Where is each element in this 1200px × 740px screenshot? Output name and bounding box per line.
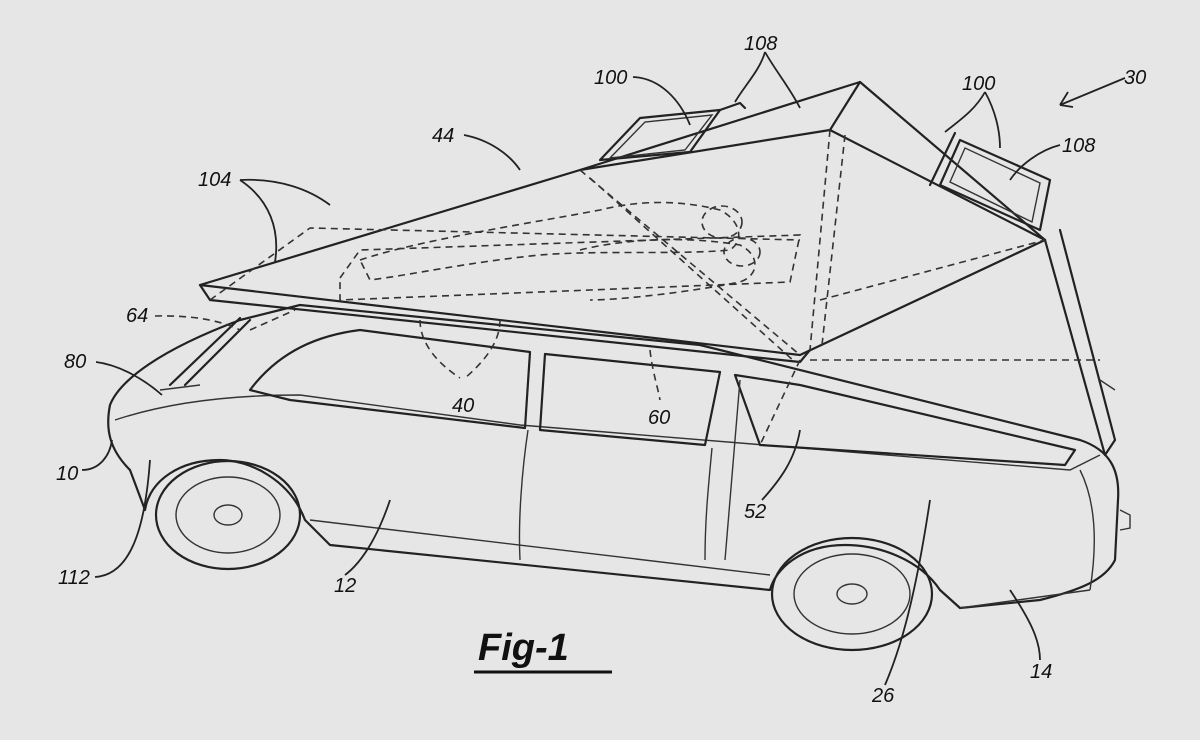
ref-label: 64 <box>126 305 148 327</box>
ref-label: 26 <box>871 685 895 707</box>
ref-label: 108 <box>1062 135 1095 157</box>
ref-label: 80 <box>64 351 86 373</box>
ref-label: 14 <box>1030 661 1052 683</box>
hidden-lines <box>209 129 1100 446</box>
ref-label: 60 <box>648 407 670 429</box>
leader-lines <box>81 51 1126 686</box>
ref-label: 30 <box>1124 67 1146 89</box>
rear-wheel <box>770 536 934 652</box>
ref-label: 100 <box>962 73 995 95</box>
ref-label: 104 <box>198 169 231 191</box>
ref-label: 44 <box>432 125 454 147</box>
ref-label: 100 <box>594 67 627 89</box>
ref-label: 10 <box>56 463 78 485</box>
front-wheel <box>154 459 302 571</box>
ref-label: 108 <box>744 33 777 55</box>
ref-label: 12 <box>334 575 356 597</box>
ref-label: 52 <box>744 501 766 523</box>
tent-roof <box>198 80 1117 457</box>
ref-label: 112 <box>58 567 90 589</box>
reference-labels: 100 108 100 30 44 108 104 64 80 40 60 52… <box>56 33 1146 707</box>
figure-caption: Fig-1 <box>474 627 612 674</box>
vehicle-body <box>107 303 1131 610</box>
ref-label: 40 <box>452 395 474 417</box>
caption-text: Fig-1 <box>478 627 569 669</box>
